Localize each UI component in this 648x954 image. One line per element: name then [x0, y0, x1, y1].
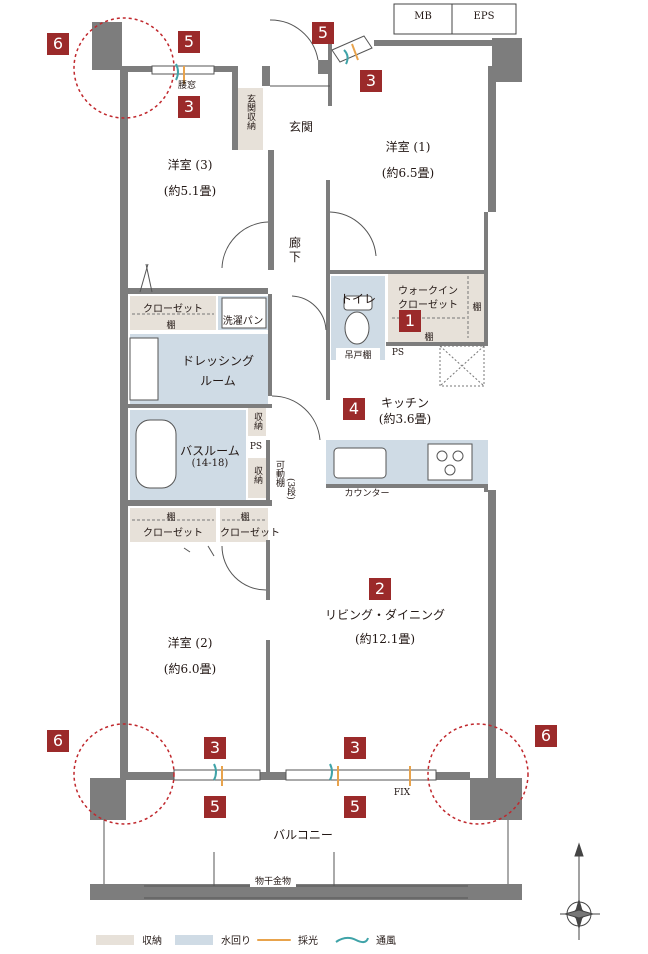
- eps-label: EPS: [473, 11, 495, 22]
- kitchen-label: キッチン: [380, 396, 429, 410]
- kitchen-size: (約3.6畳): [378, 412, 432, 426]
- walkin-shelf-label: 棚: [472, 303, 482, 313]
- compass-icon: [560, 842, 600, 940]
- toilet-label: トイレ: [339, 292, 376, 306]
- highlight-circles: [73, 17, 529, 825]
- ventilation-marks: [175, 49, 349, 781]
- entrance-storage-label: 玄関収納: [245, 94, 255, 130]
- movable-shelf-label: 可動棚: [274, 460, 284, 487]
- meter-boxes: [393, 3, 517, 35]
- living-dining-size: (約12.1畳): [354, 632, 416, 646]
- badge-3: 3: [360, 70, 382, 92]
- badge-5: 5: [204, 796, 226, 818]
- ps-label-toilet: PS: [391, 348, 405, 358]
- badge-6: 6: [47, 33, 69, 55]
- movable-shelf-count: (3段): [285, 478, 295, 500]
- walkin-shelf-label-2: 棚: [424, 333, 434, 343]
- dressing-line2: ルーム: [200, 374, 236, 388]
- daylight-marks: [183, 43, 411, 786]
- storage-swatch: [96, 934, 134, 945]
- badge-5: 5: [178, 31, 200, 53]
- closet3-shelf: 棚: [166, 321, 176, 331]
- badge-3: 3: [204, 737, 226, 759]
- legend-storage-label: 収納: [142, 936, 162, 947]
- fixtures: [129, 295, 473, 489]
- badge-5: 5: [344, 796, 366, 818]
- balcony-label: バルコニー: [273, 828, 333, 842]
- western2-name: 洋室 (2): [167, 636, 213, 650]
- fix-label: FIX: [393, 788, 411, 798]
- western1-size: (約6.5畳): [381, 166, 435, 180]
- legend-storage: 収納: [96, 932, 162, 947]
- badge-1: 1: [399, 310, 421, 332]
- badge-5: 5: [312, 22, 334, 44]
- badge-4: 4: [343, 398, 365, 420]
- living-dining-label: リビング・ダイニング: [324, 608, 445, 622]
- badge-3: 3: [344, 737, 366, 759]
- storage-areas: [130, 88, 488, 542]
- legend-daylight-label: 採光: [298, 936, 318, 947]
- closet2-label: クローゼット: [143, 528, 203, 539]
- daylight-icon: [257, 938, 291, 941]
- closet2-shelf: 棚: [166, 513, 176, 523]
- bathroom-size: (14-18): [191, 458, 229, 469]
- walkin-closet-line2: クローゼット: [398, 300, 458, 311]
- walkin-closet-line1: ウォークイン: [398, 286, 458, 297]
- counter-label: カウンター: [344, 489, 390, 499]
- ps-label-bath: PS: [249, 442, 263, 452]
- wet-area-swatch: [175, 934, 213, 945]
- ventilation-icon: [335, 936, 369, 943]
- toilet-shelf-label: 吊戸棚: [336, 348, 380, 361]
- drying-rack-label: 物干金物: [250, 874, 296, 887]
- closet2b-shelf: 棚: [240, 513, 250, 523]
- badge-2: 2: [369, 578, 391, 600]
- bathroom-label: バスルーム: [180, 444, 240, 458]
- badge-6: 6: [535, 725, 557, 747]
- badge-6: 6: [47, 730, 69, 752]
- entrance-label: 玄関: [288, 120, 313, 134]
- storage-label-2: 収納: [252, 466, 262, 484]
- legend-wet-area-label: 水回り: [221, 936, 251, 947]
- closet2b-label: クローゼット: [220, 528, 280, 539]
- badge-3: 3: [178, 96, 200, 118]
- legend-ventilation-label: 通風: [376, 936, 396, 947]
- mb-label: MB: [414, 11, 432, 22]
- storage-label-1: 収納: [252, 412, 262, 430]
- door-swings: [139, 19, 377, 591]
- legend-ventilation: 通風: [334, 932, 396, 947]
- high-window-label: 腰窓: [177, 81, 196, 91]
- legend-daylight: 採光: [256, 932, 318, 947]
- balcony-rail: [103, 820, 509, 899]
- western3-size: (約5.1畳): [163, 184, 217, 198]
- hallway-label: 廊下: [288, 236, 301, 264]
- range-hood-mark: [439, 345, 485, 387]
- dressing-line1: ドレッシング: [181, 354, 254, 368]
- western3-name: 洋室 (3): [167, 158, 213, 172]
- western1-name: 洋室 (1): [385, 140, 431, 154]
- laundry-pan-label: 洗濯パン: [222, 316, 264, 327]
- closet3-label: クローゼット: [143, 304, 203, 315]
- western2-size: (約6.0畳): [163, 662, 217, 676]
- legend-wet-area: 水回り: [175, 932, 251, 947]
